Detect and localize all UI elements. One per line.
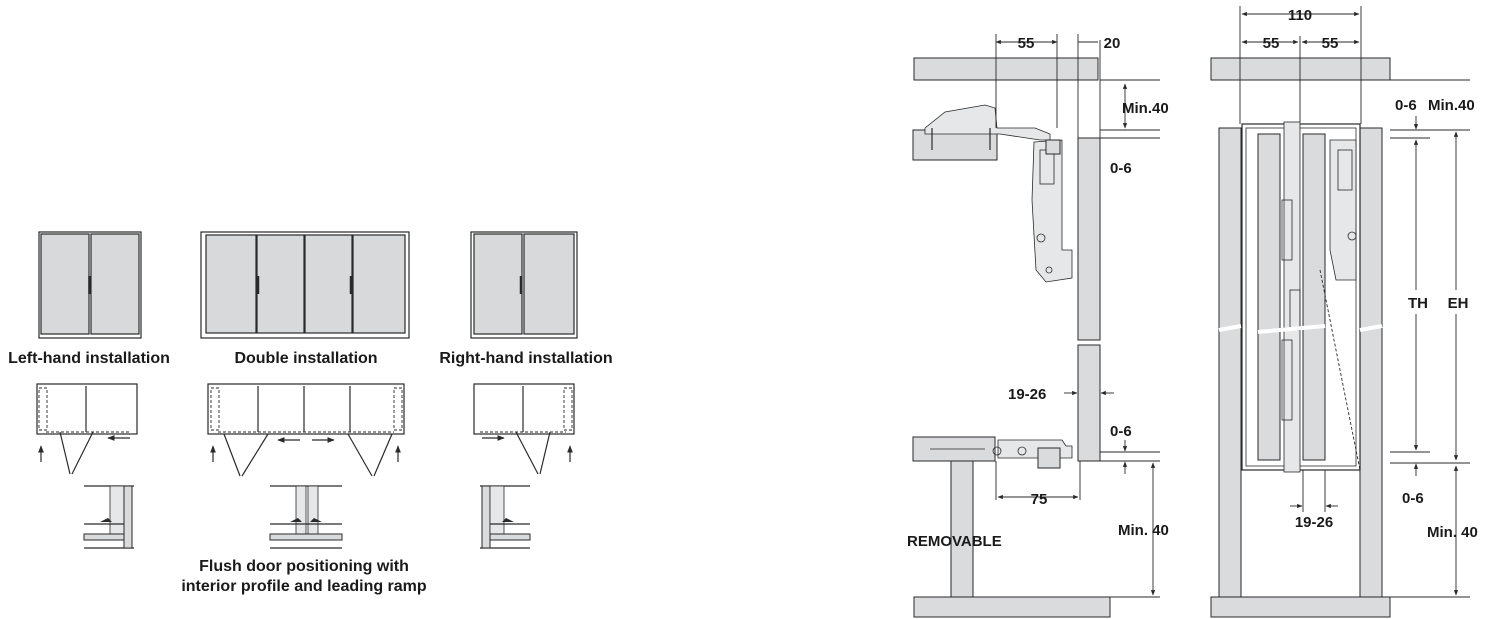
front-frame bbox=[1241, 123, 1361, 471]
front-dim-min40-top: Min.40 bbox=[1428, 97, 1475, 114]
front-door-right bbox=[1302, 133, 1326, 461]
right-hand-door-left bbox=[473, 233, 523, 335]
flush-detail-left bbox=[83, 485, 134, 549]
left-hand-cabinet bbox=[38, 231, 142, 339]
left-hand-door-right bbox=[90, 233, 140, 335]
caption-double: Double installation bbox=[234, 350, 377, 367]
label-removable: REMOVABLE bbox=[907, 533, 1002, 550]
door-leaf-upper bbox=[1077, 137, 1101, 341]
double-door-2 bbox=[256, 234, 305, 334]
side-dim-20: 20 bbox=[1104, 35, 1121, 52]
hinge-arm bbox=[1031, 139, 1073, 283]
side-dim-19-26: 19-26 bbox=[1008, 386, 1046, 403]
front-dim-110: 110 bbox=[1288, 7, 1312, 24]
double-plan bbox=[207, 383, 405, 477]
caption-flush-line2: interior profile and leading ramp bbox=[181, 578, 427, 595]
front-dim-0-6-bottom: 0-6 bbox=[1402, 490, 1424, 507]
left-hand-plan bbox=[36, 383, 138, 475]
front-dim-0-6-top: 0-6 bbox=[1395, 97, 1417, 114]
front-dim-19-26: 19-26 bbox=[1295, 514, 1333, 531]
flush-detail-double bbox=[269, 485, 343, 549]
right-hand-plan bbox=[473, 383, 575, 475]
front-section: 110 55 55 0-6 Min.40 TH EH 0-6 Min. 40 1… bbox=[1210, 6, 1478, 618]
flush-detail-right bbox=[480, 485, 531, 549]
side-dim-min40-bottom: Min. 40 bbox=[1118, 522, 1169, 539]
top-carcass-panel bbox=[913, 57, 1099, 81]
side-section: 55 20 Min.40 0-6 19-26 0-6 75 Min. 40 RE… bbox=[907, 34, 1169, 618]
support-post bbox=[950, 460, 974, 598]
caption-left-hand: Left-hand installation bbox=[8, 350, 170, 367]
double-door-1 bbox=[205, 234, 257, 334]
door-leaf-lower bbox=[1077, 344, 1101, 462]
caption-flush-line1: Flush door positioning with bbox=[199, 558, 409, 575]
double-door-4 bbox=[352, 234, 406, 334]
front-side-wall-left bbox=[1218, 127, 1242, 598]
right-hand-door-right bbox=[523, 233, 575, 335]
left-panel: Left-hand installation Double installati… bbox=[8, 231, 613, 595]
front-door-left bbox=[1257, 133, 1281, 461]
front-dim-th: TH bbox=[1408, 295, 1428, 312]
double-cabinet bbox=[200, 231, 410, 339]
side-dim-0-6-top: 0-6 bbox=[1110, 160, 1132, 177]
front-dim-55-right: 55 bbox=[1322, 35, 1339, 52]
front-dim-55-left: 55 bbox=[1263, 35, 1280, 52]
front-dim-min40-bottom: Min. 40 bbox=[1427, 524, 1478, 541]
side-dim-0-6-bottom: 0-6 bbox=[1110, 423, 1132, 440]
floor-panel bbox=[913, 596, 1111, 618]
upper-shelf bbox=[912, 129, 998, 161]
front-floor-panel bbox=[1210, 596, 1391, 618]
front-dim-eh: EH bbox=[1448, 295, 1469, 312]
caption-right-hand: Right-hand installation bbox=[439, 350, 612, 367]
left-hand-door-left bbox=[40, 233, 90, 335]
front-side-wall-right bbox=[1359, 127, 1383, 598]
double-door-3 bbox=[304, 234, 353, 334]
front-top-panel bbox=[1210, 57, 1391, 81]
side-dim-min40-top: Min.40 bbox=[1122, 100, 1169, 117]
side-dim-55: 55 bbox=[1018, 35, 1035, 52]
side-dim-75: 75 bbox=[1031, 491, 1048, 508]
right-hand-cabinet bbox=[470, 231, 578, 339]
